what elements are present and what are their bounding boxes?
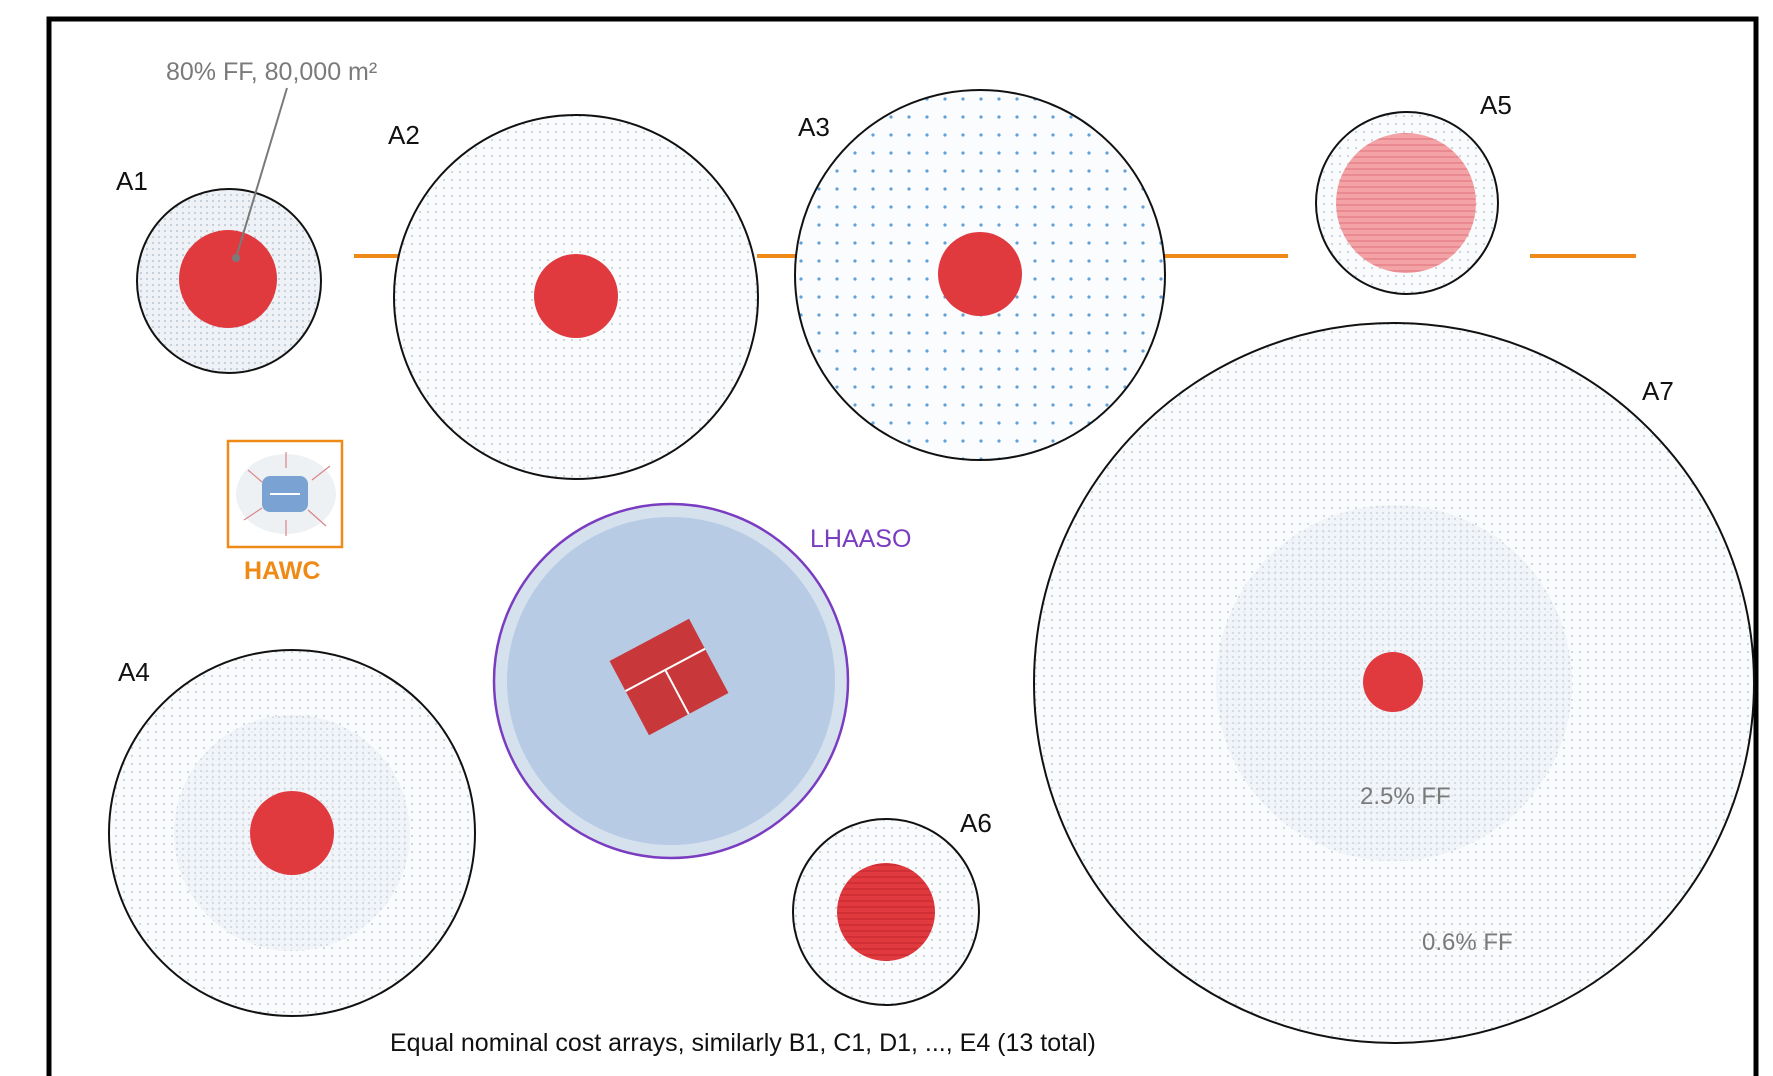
label-a4: A4 [118,657,150,687]
label-a6: A6 [960,808,992,838]
array-a1-core [179,230,277,328]
label-a2: A2 [388,120,420,150]
label-hawc: HAWC [244,557,320,585]
array-a3-core [938,232,1022,316]
array-a3 [794,89,1166,461]
label-a1: A1 [116,166,148,196]
lhaaso-array [492,502,850,860]
array-a1 [136,87,322,374]
array-a4-core [250,791,334,875]
array-a4 [108,649,476,1017]
array-a6-core [837,863,935,961]
array-a5-core [1336,133,1476,273]
callout-text: 80% FF, 80,000 m² [166,58,377,86]
array-a2 [393,114,759,480]
label-a3: A3 [798,112,830,142]
hawc-thumbnail [226,439,344,549]
array-a7-core [1363,652,1423,712]
a7-inner-ff-label: 2.5% FF [1360,783,1451,810]
label-a7: A7 [1642,376,1674,406]
figure-caption: Equal nominal cost arrays, similarly B1,… [390,1029,1096,1057]
a7-outer-ff-label: 0.6% FF [1422,929,1513,956]
figure-frame [46,16,1759,1076]
label-a5: A5 [1480,90,1512,120]
array-a6 [792,818,980,1006]
lhaaso-core-ponds [609,618,729,736]
label-lhaaso: LHAASO [810,525,911,553]
array-a5 [1315,111,1499,295]
array-a2-core [534,254,618,338]
callout-line [235,87,288,259]
array-a7 [1033,322,1755,1044]
